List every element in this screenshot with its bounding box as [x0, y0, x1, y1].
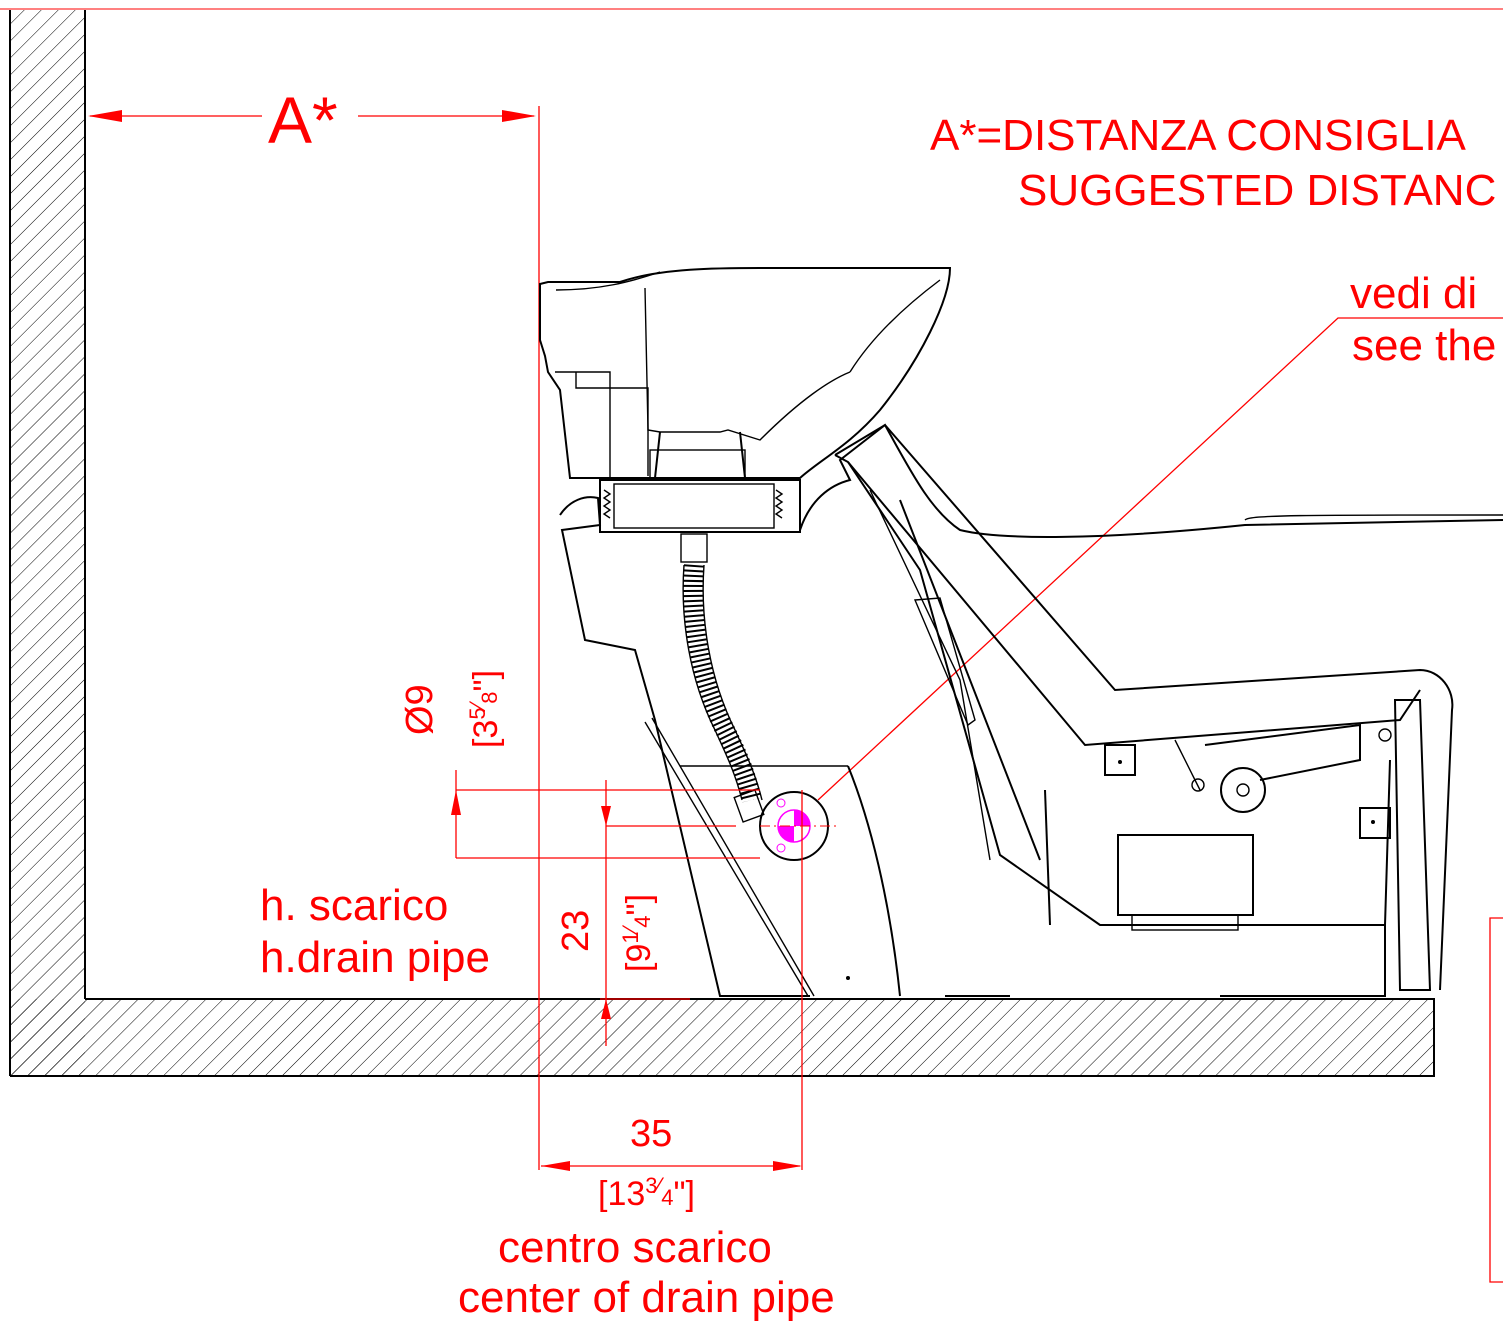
suggested-distance-it: A*=DISTANZA CONSIGLIA — [930, 111, 1467, 160]
center-drain-it: centro scarico — [498, 1223, 772, 1272]
height-dimension — [451, 770, 803, 1170]
height-mm-label: 23 — [555, 910, 597, 952]
drain-height-it: h. scarico — [260, 881, 448, 930]
wall-hatch — [9, 10, 86, 1076]
diameter-inch-label: [35⁄8"] — [465, 670, 505, 748]
drain-height-en: h.drain pipe — [260, 933, 490, 982]
drain-hose — [680, 533, 765, 823]
detail-leader — [817, 317, 1503, 801]
washbasin-bowl — [539, 267, 952, 479]
drain-pipe-marker — [759, 791, 838, 861]
floor-hatch — [10, 998, 1435, 1077]
svg-text:23: 23 — [555, 910, 597, 952]
tilt-joint — [599, 479, 801, 533]
center-drain-en: center of drain pipe — [458, 1273, 835, 1322]
diameter-label: Ø9 — [399, 684, 441, 735]
svg-text:[35⁄8"]: [35⁄8"] — [465, 670, 505, 748]
chair-frame — [834, 423, 1503, 997]
recline-mechanism — [1104, 723, 1392, 931]
svg-text:[91⁄4"]: [91⁄4"] — [618, 894, 658, 972]
center-dimension — [541, 1161, 802, 1171]
distance-marker: A* — [268, 83, 338, 157]
svg-text:Ø9: Ø9 — [399, 684, 441, 735]
see-detail-it: vedi di — [1350, 269, 1477, 318]
detail-frame — [1489, 917, 1503, 1283]
suggested-distance-en: SUGGESTED DISTANC — [1018, 166, 1496, 215]
height-inch-label: [91⁄4"] — [618, 894, 658, 972]
pedestal-base — [559, 423, 1503, 997]
center-mm-label: 35 — [630, 1113, 672, 1155]
see-detail-en: see the — [1352, 321, 1496, 370]
center-inch-label: [133⁄4"] — [598, 1173, 695, 1213]
